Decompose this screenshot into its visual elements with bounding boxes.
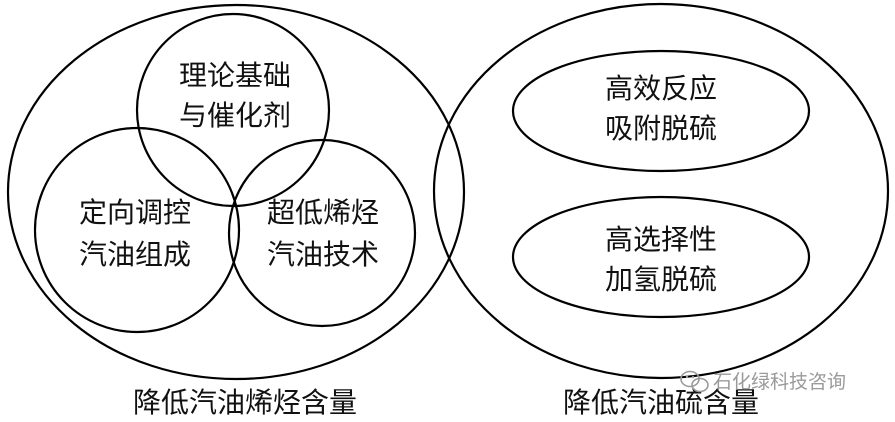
ultra-low-olefin-circle — [227, 138, 417, 328]
ultra-low-olefin-label-line1: 超低烯烃 — [267, 196, 379, 229]
watermark-text: 石化绿科技咨询 — [713, 371, 846, 393]
theory-catalyst-label-line1: 理论基础 — [179, 59, 291, 92]
directional-control-circle — [33, 126, 241, 334]
watermark: 石化绿科技咨询 — [680, 370, 846, 393]
sulfur-reduction-caption: 降低汽油硫含量 — [563, 386, 759, 419]
hydrodesulfurization-label-line2: 加氢脱硫 — [605, 263, 717, 296]
sulfur-reduction-ellipse — [432, 2, 890, 380]
adsorptive-desulfurization-label-line2: 吸附脱硫 — [605, 112, 717, 145]
hydrodesulfurization-label-line1: 高选择性 — [605, 223, 717, 256]
directional-control-label-line1: 定向调控 — [79, 196, 191, 229]
adsorptive-desulfurization-label-line1: 高效反应 — [605, 72, 717, 105]
hydrodesulfurization-ellipse — [511, 195, 811, 319]
theory-catalyst-label-line2: 与催化剂 — [179, 99, 291, 132]
olefin-reduction-caption: 降低汽油烯烃含量 — [133, 386, 357, 419]
wechat-icon — [680, 370, 709, 393]
olefin-reduction-ellipse — [6, 3, 466, 381]
ultra-low-olefin-label-line2: 汽油技术 — [267, 238, 379, 271]
directional-control-label-line2: 汽油组成 — [79, 238, 191, 271]
adsorptive-desulfurization-ellipse — [511, 49, 811, 173]
